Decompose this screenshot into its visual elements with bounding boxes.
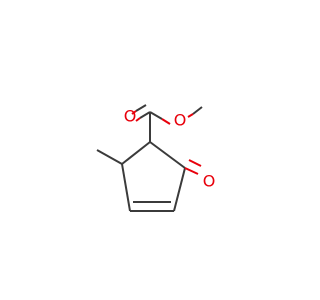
atom-label-ester-oxygen: O [174, 111, 187, 130]
bond-ester-co-1 [139, 111, 151, 119]
bond-c1-c2 [149, 141, 186, 169]
bond-c4-c5 [121, 163, 131, 212]
atom-label-carbonyl-oxygen: O [124, 107, 137, 126]
bond-ketone-1 [184, 167, 199, 175]
bond-ketone-2 [188, 159, 202, 167]
molecule-canvas: O O O [96, 104, 216, 212]
bond-c5-c1 [121, 141, 151, 165]
bond-ome [192, 106, 203, 115]
bond-ester-co-single [149, 111, 163, 120]
structure-diagram: O O O [96, 104, 216, 212]
atom-label-ketone-oxygen: O [203, 172, 216, 191]
bond-ester-o-red [161, 118, 171, 125]
bond-ester-co-2-red [131, 110, 137, 115]
bond-methyl [96, 149, 123, 165]
bond-c2-c3 [173, 167, 186, 212]
bond-ester-co-2 [135, 104, 147, 112]
bond-ester-co-1-red [135, 117, 141, 122]
bond-ome-red [187, 113, 194, 118]
